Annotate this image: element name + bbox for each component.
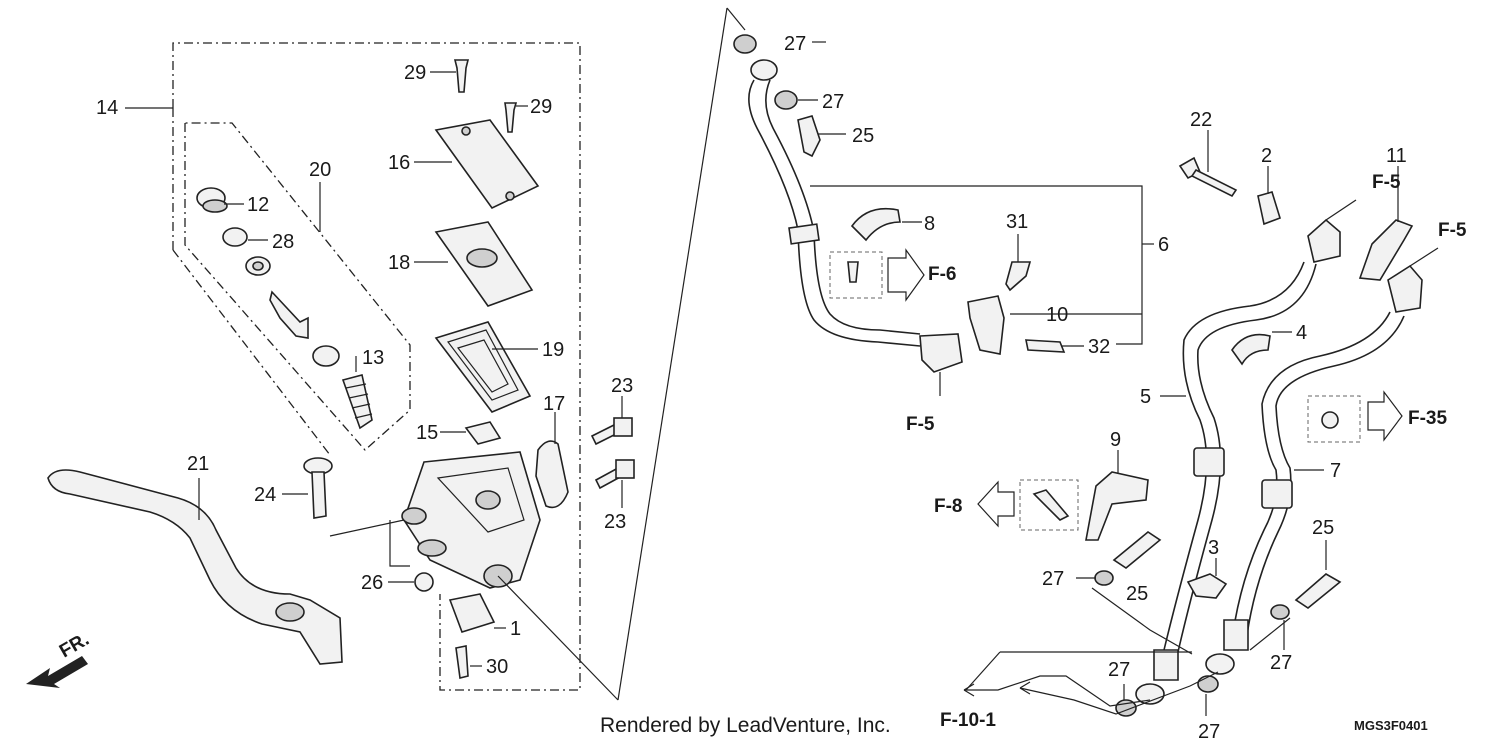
ref-f10-1: F-10-1 — [940, 710, 996, 731]
hose-joint-right — [1387, 264, 1423, 313]
label-23a: 23 — [611, 375, 633, 397]
label-8: 8 — [924, 213, 935, 235]
label-28: 28 — [272, 231, 294, 253]
ref-f8: F-8 — [934, 496, 963, 517]
label-18: 18 — [388, 252, 410, 274]
group-20-frame — [184, 122, 411, 451]
hose-bracket — [1358, 219, 1414, 281]
label-21: 21 — [187, 453, 209, 475]
ref-arrow-f8 — [977, 480, 1015, 528]
upper-hose-group — [497, 7, 1154, 701]
primary-cup — [312, 345, 340, 367]
label-27a: 27 — [784, 33, 806, 55]
label-23b: 23 — [604, 511, 626, 533]
label-17: 17 — [543, 393, 565, 415]
label-29a: 29 — [404, 62, 426, 84]
pivot-nut — [414, 572, 434, 592]
label-30: 30 — [486, 656, 508, 678]
ref-f35: F-35 — [1408, 408, 1448, 429]
sealing-washer-b — [774, 90, 798, 110]
switch-screw — [455, 645, 469, 679]
ref-arrow-f35 — [1367, 390, 1403, 442]
label-12: 12 — [247, 194, 269, 216]
banjo-bolt-a — [797, 115, 821, 158]
hose-grommet — [850, 207, 901, 242]
sealing-washer-a — [733, 34, 757, 54]
label-27f: 27 — [1198, 721, 1220, 743]
hose-clip-3 — [1186, 573, 1228, 599]
hose-clip — [1257, 191, 1281, 226]
label-26: 26 — [361, 572, 383, 594]
label-15: 15 — [416, 422, 438, 444]
hose-clamp-4 — [1231, 333, 1271, 366]
label-16: 16 — [388, 152, 410, 174]
label-24: 24 — [254, 484, 276, 506]
label-25c: 25 — [1126, 583, 1148, 605]
label-31: 31 — [1006, 211, 1028, 233]
label-13: 13 — [362, 347, 384, 369]
banjo-bolt-c — [1294, 573, 1342, 609]
credit-text: Rendered by LeadVenture, Inc. — [600, 714, 891, 737]
label-3: 3 — [1208, 537, 1219, 559]
banjo-fitting-top — [750, 59, 778, 81]
master-cylinder-holder — [535, 440, 569, 509]
group-14-frame — [172, 42, 581, 691]
label-20: 20 — [309, 159, 331, 181]
label-25a: 25 — [852, 125, 874, 147]
label-27d: 27 — [1270, 652, 1292, 674]
label-9: 9 — [1110, 429, 1121, 451]
circlip — [222, 227, 248, 247]
hose-joint — [919, 333, 963, 373]
label-27c: 27 — [1042, 568, 1064, 590]
label-7: 7 — [1330, 460, 1341, 482]
ref-f5-c: F-5 — [1438, 220, 1467, 241]
brake-hose-5 — [1163, 261, 1305, 651]
banjo-bolt-b — [1112, 531, 1162, 569]
label-27e: 27 — [1108, 659, 1130, 681]
diagram-code: MGS3F0401 — [1354, 718, 1428, 733]
brake-lever — [47, 469, 343, 665]
label-25b: 25 — [1312, 517, 1334, 539]
ref-f5-a: F-5 — [906, 414, 935, 435]
label-14: 14 — [96, 97, 118, 119]
reservoir-cap — [434, 119, 540, 210]
lower-hose-group — [963, 130, 1439, 717]
label-1: 1 — [510, 618, 521, 640]
label-32: 32 — [1088, 336, 1110, 358]
switch-clip — [464, 421, 502, 445]
cap-screw-a — [453, 59, 470, 93]
label-2: 2 — [1261, 145, 1272, 167]
brake-light-switch — [448, 593, 496, 633]
front-direction-arrow — [26, 656, 88, 688]
label-6: 6 — [1158, 234, 1169, 256]
part-labels: 14 20 12 28 13 29 29 16 18 19 15 17 23 2… — [96, 33, 1407, 743]
hose-clamp-bracket — [967, 295, 1005, 355]
label-11: 11 — [1386, 145, 1407, 167]
abs-bracket — [1085, 471, 1149, 541]
reference-labels: F-6 F-5 F-5 F-5 F-35 F-8 F-10-1 FR. — [56, 172, 1467, 731]
master-cylinder-group — [47, 42, 635, 691]
cap-screw-b — [504, 102, 518, 133]
label-29b: 29 — [530, 96, 552, 118]
hose-joint-left — [1307, 218, 1341, 263]
label-27b: 27 — [822, 91, 844, 113]
piston — [269, 290, 309, 339]
label-4: 4 — [1296, 322, 1307, 344]
label-10: 10 — [1046, 304, 1068, 326]
ref-f6: F-6 — [928, 264, 957, 285]
label-5: 5 — [1140, 386, 1151, 408]
ref-arrow-f6 — [887, 248, 925, 302]
diaphragm — [434, 321, 532, 413]
spring — [341, 374, 373, 430]
bracket-bolt — [1025, 339, 1066, 353]
ref-fr: FR. — [56, 629, 93, 662]
brake-hose-7 — [1231, 311, 1391, 641]
clamp-bolt — [1005, 261, 1032, 292]
ref-f5-b: F-5 — [1372, 172, 1401, 193]
label-19: 19 — [542, 339, 564, 361]
label-22: 22 — [1190, 109, 1212, 131]
